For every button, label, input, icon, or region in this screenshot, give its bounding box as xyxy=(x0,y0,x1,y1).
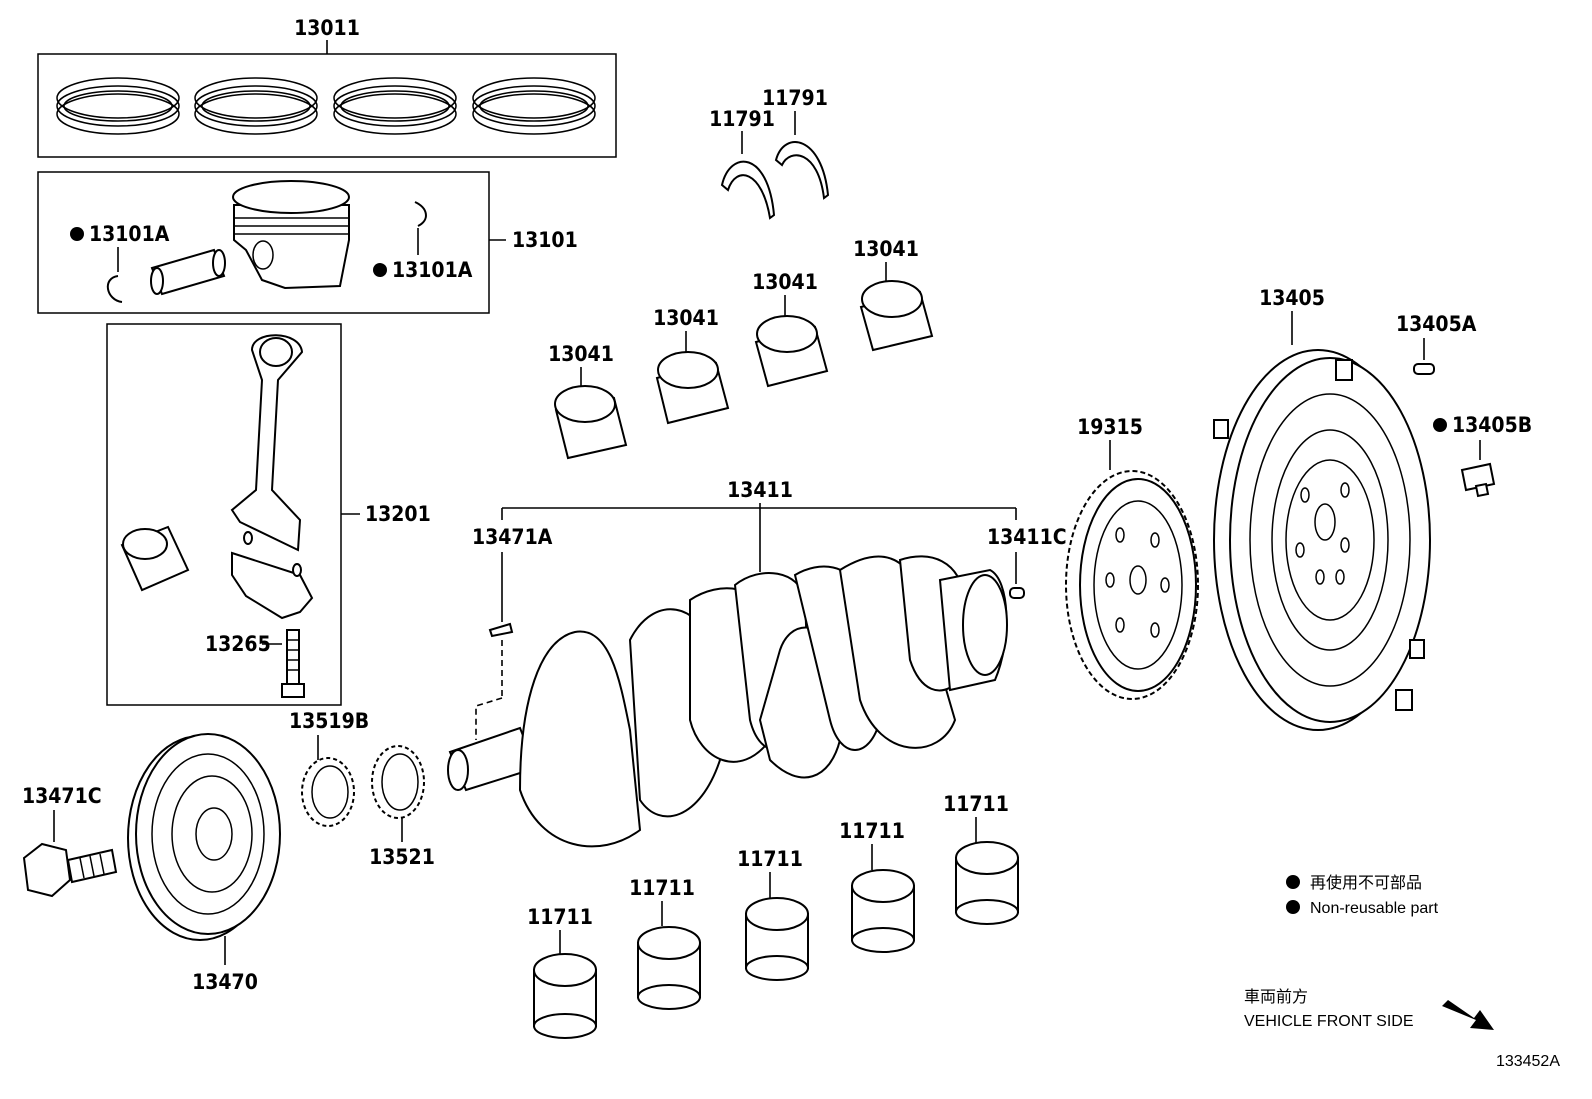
non-reusable-dot-icon xyxy=(70,227,84,241)
crankshaft-key[interactable] xyxy=(488,622,514,638)
label-11711-4[interactable]: 11711 xyxy=(839,819,905,843)
non-reusable-dot-icon xyxy=(373,263,387,277)
piston-ring-4[interactable] xyxy=(472,77,596,135)
main-bearing-4[interactable] xyxy=(851,869,915,953)
label-11711-3[interactable]: 11711 xyxy=(737,847,803,871)
label-11791-a[interactable]: 11791 xyxy=(709,107,775,131)
flywheel[interactable] xyxy=(1213,349,1431,731)
connecting-rod-group: 13201 13265 xyxy=(106,323,431,706)
non-reusable-dot-icon xyxy=(1433,418,1447,432)
connecting-rod-bolt[interactable] xyxy=(281,629,305,698)
label-13471C[interactable]: 13471C xyxy=(22,784,102,808)
label-19315[interactable]: 19315 xyxy=(1077,415,1143,439)
crankshaft-thrust-washer-2[interactable] xyxy=(774,141,830,200)
piston-pin-snap-ring-left[interactable] xyxy=(107,275,123,303)
label-13470[interactable]: 13470 xyxy=(192,970,258,994)
piston-ring-set-group: 13011 xyxy=(37,16,617,158)
crank-pulley-group: 13471C 13470 xyxy=(22,733,281,994)
piston[interactable] xyxy=(232,180,350,290)
rod-bearing-3[interactable] xyxy=(754,315,829,388)
label-11711-1[interactable]: 11711 xyxy=(527,905,593,929)
connecting-rod-bearing[interactable] xyxy=(120,525,190,592)
connecting-rod[interactable] xyxy=(230,334,314,620)
label-13041-1[interactable]: 13041 xyxy=(548,342,614,366)
legend-english: Non-reusable part xyxy=(1310,900,1439,917)
flywheel-dowel-pin[interactable] xyxy=(1413,363,1435,375)
crankshaft-pulley[interactable] xyxy=(127,733,281,941)
piston-pin-snap-ring-right[interactable] xyxy=(414,201,427,227)
label-13041-2[interactable]: 13041 xyxy=(653,306,719,330)
thrust-washers-group: 11791 11791 xyxy=(709,86,830,220)
rod-bearing-1[interactable] xyxy=(554,385,628,460)
non-reusable-dot-icon xyxy=(1286,900,1300,914)
main-bearings-group: 11711 11711 11711 11711 11711 xyxy=(527,792,1019,1039)
label-13411[interactable]: 13411 xyxy=(727,478,793,502)
label-11711-5[interactable]: 11711 xyxy=(943,792,1009,816)
crank-gears-group: 13519B 13521 xyxy=(289,709,435,869)
rod-bearing-4[interactable] xyxy=(859,280,934,352)
crankshaft-timing-rotor[interactable] xyxy=(1065,470,1199,700)
piston-subassembly-group: 13101 13101A 13101A xyxy=(37,171,578,314)
main-bearing-3[interactable] xyxy=(745,897,809,981)
label-11711-2[interactable]: 11711 xyxy=(629,876,695,900)
piston-subassembly-box xyxy=(37,171,490,314)
label-13101A-left[interactable]: 13101A xyxy=(89,222,170,246)
label-13265[interactable]: 13265 xyxy=(205,632,271,656)
label-13201[interactable]: 13201 xyxy=(365,502,431,526)
label-13471A[interactable]: 13471A xyxy=(472,525,553,549)
label-13041-3[interactable]: 13041 xyxy=(752,270,818,294)
label-13011[interactable]: 13011 xyxy=(294,16,360,40)
crankshaft-group: 13411 13471A 13411C xyxy=(447,478,1067,848)
crankshaft-thrust-washer-1[interactable] xyxy=(720,160,776,220)
rod-bearing-2[interactable] xyxy=(655,351,730,425)
crankshaft-timing-gear[interactable] xyxy=(371,745,425,819)
figure-id: 133452A xyxy=(1496,1053,1560,1070)
label-13519B[interactable]: 13519B xyxy=(289,709,369,733)
label-13041-4[interactable]: 13041 xyxy=(853,237,919,261)
label-13405B[interactable]: 13405B xyxy=(1452,413,1532,437)
label-13101A-right[interactable]: 13101A xyxy=(392,258,473,282)
legend-japanese: 再使用不可部品 xyxy=(1310,874,1422,892)
main-bearing-2[interactable] xyxy=(637,926,701,1010)
non-reusable-dot-icon xyxy=(1286,875,1300,889)
direction-english: VEHICLE FRONT SIDE xyxy=(1244,1013,1414,1030)
piston-ring-2[interactable] xyxy=(194,77,318,135)
flywheel-group: 13405 13405A 13405B xyxy=(1213,286,1532,731)
front-direction-indicator: 車両前方 VEHICLE FRONT SIDE xyxy=(1244,988,1494,1030)
crankshaft-timing-plate[interactable] xyxy=(301,757,355,827)
rod-bearings-group: 13041 13041 13041 13041 xyxy=(548,237,934,460)
piston-ring-1[interactable] xyxy=(56,77,180,135)
crankshaft-pulley-bolt[interactable] xyxy=(22,842,118,898)
direction-japanese: 車両前方 xyxy=(1244,988,1308,1006)
label-13101[interactable]: 13101 xyxy=(512,228,578,252)
legend: 再使用不可部品 Non-reusable part xyxy=(1286,874,1439,917)
main-bearing-1[interactable] xyxy=(533,953,597,1039)
label-13521[interactable]: 13521 xyxy=(369,845,435,869)
piston-ring-set-box xyxy=(37,53,617,158)
flywheel-bolt[interactable] xyxy=(1460,462,1496,498)
main-bearing-5[interactable] xyxy=(955,841,1019,925)
label-13411C[interactable]: 13411C xyxy=(987,525,1067,549)
label-11791-b[interactable]: 11791 xyxy=(762,86,828,110)
piston-ring-3[interactable] xyxy=(333,77,457,135)
label-13405A[interactable]: 13405A xyxy=(1396,312,1477,336)
piston-pin[interactable] xyxy=(150,248,226,296)
front-arrow-icon xyxy=(1442,1000,1494,1030)
crankshaft-pin[interactable] xyxy=(1009,587,1025,599)
crankshaft-timing-rotor-group: 19315 xyxy=(1065,415,1199,700)
crankshaft[interactable] xyxy=(447,555,1008,848)
label-13405[interactable]: 13405 xyxy=(1259,286,1325,310)
